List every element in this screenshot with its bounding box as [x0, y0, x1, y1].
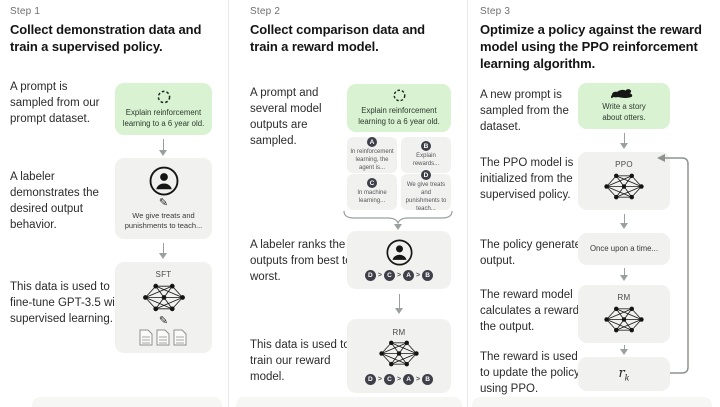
output-box-a: A In reinforcement learning, the agent i… — [347, 137, 397, 173]
step3-caption-reward: The reward model calculates a reward for… — [480, 289, 596, 333]
step3-caption-prompt: A new prompt is sampled from the dataset… — [480, 89, 569, 133]
output-box-d: D We give treats and punishments to teac… — [401, 170, 451, 212]
step3-caption-update: The reward is used to update the policy … — [480, 351, 580, 395]
network-icon — [603, 171, 645, 202]
step2-label: Step 2 — [250, 6, 281, 17]
output-text-b: Explain rewards... — [412, 153, 440, 167]
pencil-icon: ✎ — [158, 314, 169, 327]
output-letter-a: A — [367, 137, 377, 148]
arrow-down-icon — [394, 294, 405, 314]
step2-prompt-text: Explain reinforcement learning to a 6 ye… — [358, 106, 440, 126]
step3-output-text: Once upon a time... — [589, 243, 659, 253]
sft-label: SFT — [155, 269, 172, 279]
step3-heading: Optimize a policy against the reward mod… — [480, 22, 702, 72]
step1-labeler-box: ✎ We give treats and punishments to teac… — [115, 158, 212, 239]
output-text-a: In reinforcement learning, the agent is.… — [350, 149, 394, 171]
rank-chip: A — [403, 270, 415, 281]
output-letter-c: C — [367, 178, 377, 189]
step3-prompt-box: Write a story about otters. — [578, 83, 670, 129]
output-text-d: We give treats and punishments to teach.… — [405, 182, 447, 212]
rank-chip: C — [383, 270, 395, 281]
documents-icon — [139, 329, 189, 346]
step2-heading: Collect comparison data and train a rewa… — [250, 22, 426, 55]
column-divider — [467, 0, 468, 407]
step1-heading: Collect demonstration data and train a s… — [10, 22, 202, 55]
rank-chip: C — [383, 373, 395, 385]
step3-caption-init: The PPO model is initialized from the su… — [480, 157, 574, 201]
rank-chip: D — [364, 373, 376, 385]
step3-rm-box: RM — [578, 285, 670, 343]
ppo-label: PPO — [615, 160, 633, 169]
step2-prompt-box: Explain reinforcement learning to a 6 ye… — [347, 84, 451, 132]
ranking-row: D > C > A > B — [364, 373, 434, 385]
network-icon — [603, 304, 645, 335]
step3-ppo-box: PPO — [578, 152, 670, 210]
step3-prompt-text: Write a story about otters. — [602, 102, 646, 122]
arrow-down-icon — [158, 139, 169, 156]
arrow-down-icon — [619, 133, 630, 149]
step1-labeler-note: We give treats and punishments to teach.… — [124, 210, 203, 230]
next-section-card — [472, 397, 712, 407]
rm-label: RM — [617, 293, 631, 302]
labeler-icon — [149, 166, 179, 196]
step1-label: Step 1 — [10, 6, 41, 17]
rank-separator: > — [396, 375, 402, 383]
loop-arrow-icon — [652, 150, 696, 382]
step2-caption-train: This data is used to train our reward mo… — [250, 339, 350, 383]
network-icon — [142, 281, 186, 314]
rank-chip: D — [364, 270, 376, 281]
step3-caption-output: The policy generates an output. — [480, 239, 603, 267]
refresh-icon — [392, 88, 407, 103]
step1-caption-finetune: This data is used to fine-tune GPT-3.5 w… — [10, 281, 125, 325]
pencil-icon: ✎ — [158, 196, 169, 209]
output-box-c: C In machine learning... — [347, 174, 397, 210]
rm-label: RM — [392, 327, 406, 337]
brace-icon — [342, 210, 454, 230]
output-box-b: B Explain rewards... — [401, 137, 451, 173]
step1-prompt-text: Explain reinforcement learning to a 6 ye… — [122, 107, 205, 128]
step3-reward-box: rk — [578, 357, 670, 391]
refresh-icon — [156, 89, 172, 105]
rank-separator: > — [416, 375, 421, 383]
output-letter-d: D — [421, 170, 431, 181]
arrow-down-icon — [619, 345, 630, 355]
step2-caption-prompt: A prompt and several model outputs are s… — [250, 87, 322, 147]
rank-separator: > — [396, 272, 402, 279]
step3-label: Step 3 — [480, 6, 511, 17]
next-section-card — [32, 397, 222, 407]
rank-separator: > — [377, 272, 382, 279]
rank-separator: > — [416, 272, 421, 279]
arrow-down-icon — [158, 243, 169, 259]
network-icon — [378, 338, 420, 369]
output-letter-b: B — [421, 141, 431, 152]
step1-caption-labeler: A labeler demonstrates the desired outpu… — [10, 171, 99, 231]
column-divider — [228, 0, 229, 407]
step3-output-box: Once upon a time... — [578, 233, 670, 265]
rank-separator: > — [377, 375, 382, 383]
arrow-down-icon — [619, 268, 630, 281]
step1-prompt-box: Explain reinforcement learning to a 6 ye… — [115, 83, 212, 135]
step2-rm-box: RM D > C > A — [347, 319, 451, 393]
step2-ranking-box: D > C > A > B — [347, 231, 451, 289]
ranking-row: D > C > A > B — [364, 270, 434, 281]
otter-icon — [611, 88, 637, 100]
next-section-card — [236, 397, 462, 407]
step2-caption-rank: A labeler ranks the outputs from best to… — [250, 239, 352, 283]
labeler-icon — [386, 239, 413, 266]
output-text-c: In machine learning... — [357, 190, 387, 204]
arrow-down-icon — [619, 214, 630, 229]
step1-sft-box: SFT ✎ — [115, 262, 212, 353]
rank-chip: A — [403, 373, 415, 385]
rank-chip: B — [422, 270, 434, 281]
step1-caption-prompt: A prompt is sampled from our prompt data… — [10, 81, 100, 125]
reward-symbol: rk — [618, 365, 630, 383]
rank-chip: B — [422, 373, 434, 385]
